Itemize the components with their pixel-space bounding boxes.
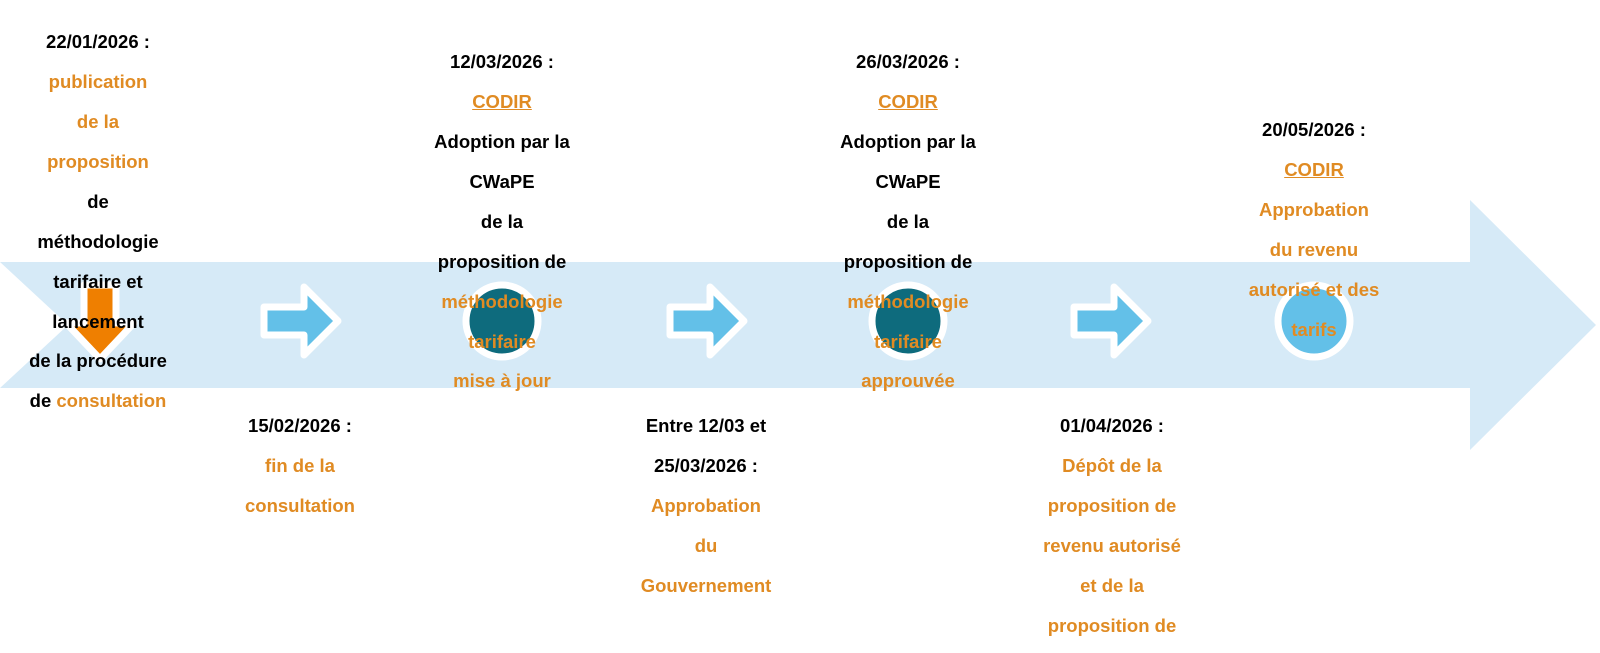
milestone-marker-2-right-arrow[interactable] (258, 279, 342, 363)
milestone-top-3-line-3: CWaPE (875, 170, 941, 192)
milestone-top-2-line-6: méthodologie (441, 290, 563, 312)
milestone-bottom-3-line-5: proposition de (1047, 614, 1177, 636)
milestone-top-1-line-4: de (87, 190, 109, 212)
milestone-marker-1-down-arrow[interactable] (58, 279, 142, 363)
milestone-bottom-3-date: 01/04/2026 : (1060, 414, 1164, 436)
milestone-top-4-codir: CODIR (1284, 158, 1344, 180)
milestone-top-2-line-5: proposition de (437, 250, 567, 272)
milestone-top-2-line-3: CWaPE (469, 170, 535, 192)
milestone-top-2-label: 12/03/2026 : CODIR Adoption par la CWaPE… (402, 32, 602, 411)
milestone-top-1-line-9-head: de (29, 390, 57, 412)
milestone-top-2-line-1-wrap: CODIR (402, 90, 602, 112)
milestone-marker-3-circle[interactable] (460, 279, 544, 363)
milestone-top-1-line-8: de la procédure (29, 350, 167, 372)
milestone-top-4-line-5: tarifs (1291, 318, 1337, 340)
timeline-band-arrow (0, 200, 1596, 450)
milestone-top-1-line-7: lancement (52, 310, 144, 332)
milestone-bottom-1-label: 15/02/2026 : fin de la consultation (200, 396, 400, 536)
milestone-top-3-codir: CODIR (878, 90, 938, 112)
milestone-top-3-line-5: proposition de (843, 250, 973, 272)
milestone-top-4-line-2: Approbation (1259, 198, 1369, 220)
milestone-top-1-line-5: méthodologie (37, 230, 159, 252)
milestone-marker-4-right-arrow[interactable] (664, 279, 748, 363)
milestone-top-3-line-8: approuvée (861, 370, 955, 392)
milestone-top-3-line-2: Adoption par la (840, 130, 976, 152)
milestone-top-1-line-1: publication (48, 70, 148, 92)
milestone-top-4-date: 20/05/2026 : (1262, 118, 1366, 140)
milestone-top-3-line-7: tarifaire (874, 330, 942, 352)
milestone-marker-5-circle[interactable] (866, 279, 950, 363)
milestone-bottom-3-line-1: Dépôt de la (1062, 454, 1162, 476)
milestone-bottom-3-line-2: proposition de (1047, 494, 1177, 516)
milestone-top-4-line-1-wrap: CODIR (1212, 158, 1416, 180)
milestone-bottom-1-date: 15/02/2026 : (248, 414, 352, 436)
milestone-bottom-1-line-1: fin de la (265, 454, 335, 476)
milestone-bottom-2-line-2: du (694, 534, 718, 556)
milestone-top-2-line-2: Adoption par la (434, 130, 570, 152)
milestone-bottom-2-date-line-2: 25/03/2026 : (654, 454, 758, 476)
milestone-bottom-3-line-4: et de la (1080, 574, 1144, 596)
milestone-top-3-date: 26/03/2026 : (856, 50, 960, 72)
milestone-top-1-line-2: de la (76, 110, 120, 132)
milestone-top-2-line-4: de la (480, 210, 524, 232)
milestone-marker-7-circle[interactable] (1272, 279, 1356, 363)
milestone-top-4-line-4: autorisé et des (1248, 278, 1380, 300)
milestone-bottom-3-label: 01/04/2026 : Dépôt de la proposition de … (1010, 396, 1214, 653)
top-text-background (0, 0, 1470, 262)
milestone-bottom-1-line-2: consultation (245, 494, 355, 516)
milestone-top-4-label: 20/05/2026 : CODIR Approbation du revenu… (1212, 100, 1416, 360)
milestone-top-3-line-1-wrap: CODIR (808, 90, 1008, 112)
milestone-top-1-date: 22/01/2026 : (46, 30, 150, 52)
band-arrow-shape (0, 200, 1596, 450)
milestone-top-1-line-9: de consultation (0, 391, 196, 411)
milestone-top-2-line-8: mise à jour (453, 370, 551, 392)
milestone-bottom-2-line-3: Gouvernement (640, 574, 772, 596)
milestone-bottom-2-label: Entre 12/03 et 25/03/2026 : Approbation … (606, 396, 806, 616)
milestone-top-1-label: 22/01/2026 : publication de la propositi… (0, 12, 196, 431)
milestone-top-3-line-6: méthodologie (847, 290, 969, 312)
milestone-top-4-line-3: du revenu (1269, 238, 1359, 260)
milestone-top-2-codir: CODIR (472, 90, 532, 112)
milestone-top-2-date: 12/03/2026 : (450, 50, 554, 72)
milestone-top-1-line-9-tail: consultation (56, 390, 167, 412)
milestone-top-2-line-7: tarifaire (468, 330, 536, 352)
milestone-top-1-line-3: proposition (47, 150, 149, 172)
milestone-top-3-label: 26/03/2026 : CODIR Adoption par la CWaPE… (808, 32, 1008, 411)
milestone-top-3-line-4: de la (886, 210, 930, 232)
milestone-marker-6-right-arrow[interactable] (1068, 279, 1152, 363)
milestone-bottom-2-line-1: Approbation (651, 494, 761, 516)
milestone-bottom-2-date-line-1: Entre 12/03 et (645, 414, 767, 436)
milestone-top-1-line-6: tarifaire et (53, 270, 143, 292)
milestone-bottom-3-line-3: revenu autorisé (1043, 534, 1181, 556)
